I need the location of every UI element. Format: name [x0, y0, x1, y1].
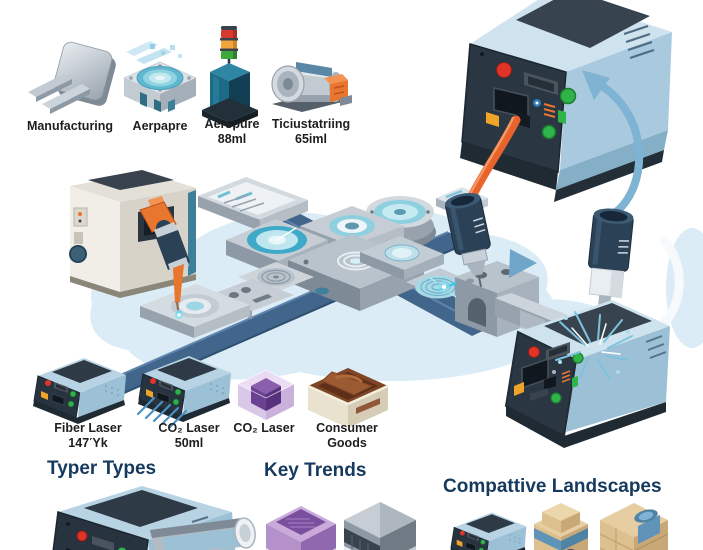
- label-manufacturing: Manufacturing: [26, 119, 114, 133]
- label-fiber-laser-value: 147Ύk: [68, 436, 108, 450]
- label-co2-laser: CO₂ Laser: [158, 421, 220, 435]
- trend-gray-cube: [344, 502, 416, 550]
- manufacturing-icon: [28, 41, 116, 114]
- section-title-types: Typer Types: [47, 458, 157, 479]
- label-consumer-value: Goods: [327, 436, 367, 450]
- fiber-laser-icon: [32, 357, 127, 425]
- curved-arrow: [582, 70, 644, 216]
- trend-purple-cube: [266, 506, 336, 550]
- laser-controller-bottom: [504, 300, 670, 448]
- signal-tower-icon: [202, 26, 258, 128]
- motor-unit-icon: [271, 62, 352, 112]
- co2-cube-icon: [236, 369, 296, 420]
- laser-head-right: [588, 208, 634, 326]
- laser-head-center: [445, 192, 491, 288]
- laser-marking-machine: [69, 170, 196, 319]
- label-co2-laser-value: 50ml: [174, 436, 204, 450]
- label-fiber-laser: Fiber Laser: [54, 421, 122, 435]
- section-title-trends: Key Trends: [264, 460, 367, 481]
- landscape-figure-icon: [534, 503, 588, 550]
- beam-glow: [429, 277, 457, 298]
- cross-disc-plate: [360, 236, 444, 280]
- lasered-plate-left: [140, 284, 250, 338]
- label-consumer: Consumer: [316, 421, 378, 435]
- label-ticiustatriing-value: 65iml: [295, 132, 327, 146]
- label-aerspure: Aerspure: [204, 117, 260, 131]
- label-ticiustatriing: Ticiustatriing: [271, 117, 351, 131]
- label-co2-cube: CO₂ Laser: [233, 421, 295, 435]
- orange-cable: [465, 115, 521, 205]
- flow-arrow: [509, 249, 537, 278]
- sparks: [555, 311, 633, 381]
- label-aerspure-value: 88ml: [217, 132, 247, 146]
- consumer-goods-icon: [307, 368, 389, 428]
- assembly-scene: [85, 177, 703, 401]
- section-title-landscapes: Compattive Landscapes: [443, 476, 662, 497]
- landscape-crate-icon: [599, 503, 669, 550]
- label-aerpapre: Aerpapre: [132, 119, 188, 133]
- typer-types-machine: [52, 486, 256, 550]
- co2-speed-lines: [136, 396, 188, 429]
- fan-unit-icon: [123, 41, 197, 112]
- landscape-laser-icon: [449, 512, 527, 550]
